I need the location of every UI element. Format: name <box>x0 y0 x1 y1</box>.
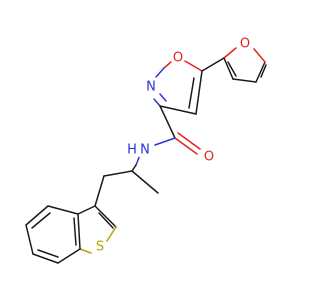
furan-ring <box>223 47 267 83</box>
bond <box>227 61 237 77</box>
bond <box>25 205 49 226</box>
thiophene-ring <box>77 205 117 254</box>
bond <box>159 105 176 139</box>
atom-label-isoxazole-n: N <box>144 80 158 95</box>
bond <box>255 61 266 83</box>
bond <box>131 170 159 194</box>
bond <box>37 249 59 258</box>
bond <box>106 226 117 242</box>
bond <box>232 78 257 83</box>
atom-label-thiophene-s: S <box>93 240 107 255</box>
thiophene-sulfur-label: S <box>96 240 104 255</box>
bond <box>260 64 267 78</box>
atom-label-isoxazole-o: O <box>171 51 185 66</box>
isoxazole-oxygen-label: O <box>173 51 183 66</box>
bond <box>174 137 198 155</box>
bond <box>131 164 137 172</box>
benzene-ring <box>25 205 81 264</box>
bond <box>77 205 96 215</box>
bond <box>159 105 197 115</box>
bond <box>94 175 105 207</box>
bond <box>195 70 203 115</box>
bond <box>159 93 167 102</box>
amide-group <box>154 105 201 155</box>
bond <box>155 67 165 78</box>
molecule-structure-diagram: O O N H N O S <box>25 37 267 264</box>
bond <box>57 248 81 264</box>
isoxazole-nitrogen-label: N <box>146 80 156 95</box>
bond <box>163 61 172 69</box>
bond <box>25 224 34 255</box>
bond <box>223 47 237 59</box>
atom-label-furan-o: O <box>238 37 252 52</box>
atom-label-carbonyl-o: O <box>202 150 216 165</box>
amide-nitrogen-label: N <box>140 143 150 158</box>
bond <box>94 205 117 228</box>
bond <box>188 77 195 109</box>
furan-oxygen-label: O <box>240 37 250 52</box>
amide-hydrogen-label: H <box>127 143 137 158</box>
bond <box>47 205 79 215</box>
bond <box>31 212 51 229</box>
bond <box>73 217 77 246</box>
bond <box>177 132 201 150</box>
alkyl-chain <box>94 154 159 207</box>
atom-label-amide-nh: H N <box>127 141 154 159</box>
bond <box>154 137 176 146</box>
bond <box>79 248 92 254</box>
bond <box>77 213 81 250</box>
bond <box>201 57 225 72</box>
bond <box>184 60 203 72</box>
bond <box>253 48 266 63</box>
bond <box>98 212 114 229</box>
bond <box>103 170 133 177</box>
isoxazole-ring <box>153 60 203 115</box>
carbonyl-oxygen-label: O <box>204 150 214 165</box>
bond <box>153 98 161 107</box>
bond <box>223 57 234 80</box>
bond <box>32 253 59 264</box>
